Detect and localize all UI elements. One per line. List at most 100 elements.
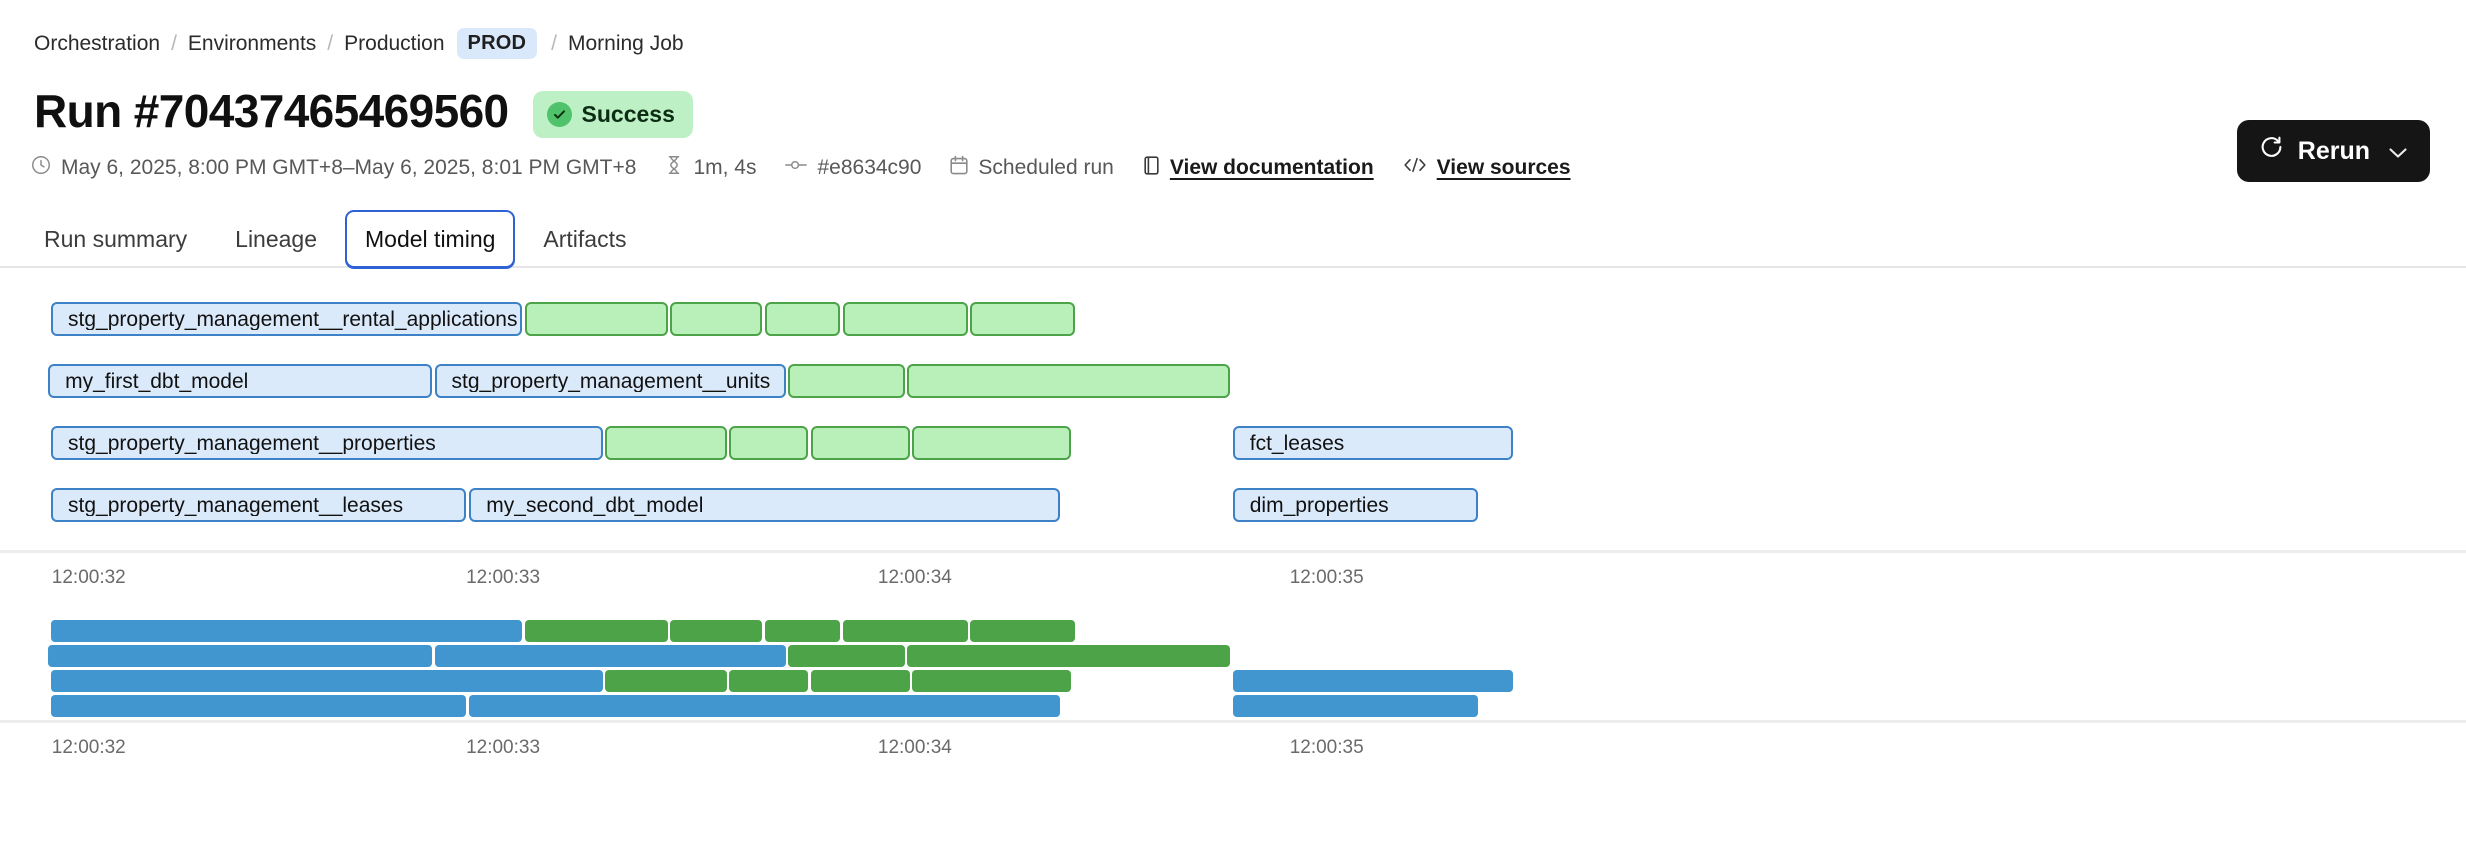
axis-tick-label: 12:00:32: [51, 737, 126, 758]
model-timing-chart: stg_property_management__rental_applicat…: [0, 268, 2466, 768]
breadcrumb-item-orchestration[interactable]: Orchestration: [34, 32, 161, 55]
gantt-bar-fct_leases[interactable]: fct_leases: [1232, 426, 1513, 460]
rerun-button[interactable]: Rerun: [2236, 120, 2430, 182]
book-icon: [1142, 155, 1161, 182]
run-metadata-row: May 6, 2025, 8:00 PM GMT+8–May 6, 2025, …: [0, 138, 2466, 182]
breadcrumb-separator: /: [327, 32, 334, 55]
gantt-row: my_first_dbt_model stg_property_managemen…: [0, 364, 2466, 398]
chevron-down-icon[interactable]: [2388, 137, 2408, 166]
gantt-overview-bar[interactable]: [434, 645, 786, 667]
gantt-overview-bar[interactable]: [51, 670, 604, 692]
gantt-overview-bar[interactable]: [970, 620, 1076, 642]
meta-commit-text: #e8634c90: [817, 156, 922, 179]
tab-run-summary[interactable]: Run summary: [44, 225, 188, 252]
axis-tick-label: 12:00:34: [877, 567, 952, 588]
gantt-overview-bar[interactable]: [906, 645, 1230, 667]
meta-view-documentation[interactable]: View documentation: [1142, 155, 1374, 182]
gantt-overview-bar[interactable]: [525, 620, 669, 642]
breadcrumb-badge-prod[interactable]: PROD: [456, 28, 538, 59]
gantt-bar-segment[interactable]: [912, 426, 1072, 460]
gantt-bar-label: my_second_dbt_model: [486, 494, 704, 516]
gantt-bar-label: fct_leases: [1249, 432, 1345, 454]
gantt-overview-bar[interactable]: [51, 620, 523, 642]
gantt-bar-segment[interactable]: [787, 364, 905, 398]
axis-tick-label: 12:00:35: [1289, 737, 1364, 758]
gantt-bar-label: stg_property_management__rental_applicat…: [68, 308, 518, 330]
gantt-bar-segment[interactable]: [525, 302, 669, 336]
gantt-bar-segment[interactable]: [906, 364, 1230, 398]
gantt-bar-label: my_first_dbt_model: [65, 370, 249, 392]
meta-view-documentation-text[interactable]: View documentation: [1169, 156, 1374, 179]
gantt-bar-segment[interactable]: [810, 426, 911, 460]
gantt-bar-stg_property_management__leases[interactable]: stg_property_management__leases: [51, 488, 467, 522]
gantt-bar-segment[interactable]: [605, 426, 728, 460]
gantt-overview-row: [0, 620, 2466, 642]
hourglass-icon: [664, 154, 684, 182]
breadcrumb-item-morning-job[interactable]: Morning Job: [567, 32, 684, 55]
gantt-row: stg_property_management__rental_applicat…: [0, 302, 2466, 336]
gantt-bar-segment[interactable]: [729, 426, 809, 460]
gantt-bar-my_second_dbt_model[interactable]: my_second_dbt_model: [469, 488, 1061, 522]
gantt-row: stg_property_management__properties fct_l…: [0, 426, 2466, 460]
gantt-overview-row: [0, 695, 2466, 717]
gantt-overview-bar[interactable]: [48, 645, 433, 667]
gantt-bar-label: stg_property_management__leases: [68, 494, 404, 516]
gantt-overview-bar[interactable]: [787, 645, 905, 667]
axis-tick-label: 12:00:34: [877, 737, 952, 758]
tab-bar: Run summary Lineage Model timing Artifac…: [0, 202, 2466, 268]
gantt-overview-row: [0, 670, 2466, 692]
gantt-overview-row: [0, 645, 2466, 667]
gantt-bar-segment[interactable]: [765, 302, 841, 336]
gantt-overview-bar[interactable]: [469, 695, 1061, 717]
gantt-bar-my_first_dbt_model[interactable]: my_first_dbt_model: [48, 364, 433, 398]
gantt-overview-bar[interactable]: [843, 620, 969, 642]
axis-tick-label: 12:00:35: [1289, 567, 1364, 588]
gantt-bar-label: stg_property_management__properties: [68, 432, 436, 454]
gantt-bar-label: stg_property_management__units: [451, 370, 771, 392]
tab-artifacts[interactable]: Artifacts: [543, 225, 627, 252]
gantt-bar-segment[interactable]: [843, 302, 969, 336]
breadcrumb-item-production[interactable]: Production: [344, 32, 445, 55]
meta-duration: 1m, 4s: [664, 154, 756, 182]
meta-commit: #e8634c90: [784, 155, 921, 181]
gantt-overview-bar[interactable]: [729, 670, 809, 692]
status-badge: Success: [532, 91, 693, 138]
gantt-bar-stg_property_management__properties[interactable]: stg_property_management__properties: [51, 426, 604, 460]
meta-view-sources-text[interactable]: View sources: [1436, 156, 1571, 179]
gantt-overview-bar[interactable]: [810, 670, 911, 692]
gantt-overview-bar[interactable]: [670, 620, 762, 642]
gantt-detail[interactable]: stg_property_management__rental_applicat…: [0, 302, 2466, 522]
gantt-overview-bar[interactable]: [1232, 695, 1478, 717]
rerun-icon: [2259, 135, 2284, 167]
page-title: Run #70437465469560: [34, 85, 509, 138]
gantt-bar-segment[interactable]: [670, 302, 762, 336]
gantt-overview-bar[interactable]: [1232, 670, 1513, 692]
breadcrumb-separator: /: [171, 32, 177, 55]
breadcrumb: Orchestration / Environments / Productio…: [0, 0, 2466, 59]
breadcrumb-item-environments[interactable]: Environments: [187, 32, 317, 55]
gantt-bar-stg_property_management__units[interactable]: stg_property_management__units: [434, 364, 786, 398]
axis-tick-label: 12:00:32: [51, 567, 126, 588]
code-icon: [1402, 155, 1428, 181]
gantt-overview[interactable]: [0, 620, 2466, 717]
meta-view-sources[interactable]: View sources: [1402, 155, 1571, 181]
clock-icon: [30, 154, 52, 182]
meta-duration-text: 1m, 4s: [693, 156, 757, 179]
title-row: Run #70437465469560 Success: [0, 59, 2466, 138]
gantt-bar-dim_properties[interactable]: dim_properties: [1232, 488, 1478, 522]
breadcrumb-separator: /: [551, 32, 557, 55]
gantt-bar-stg_property_management__rental_applications[interactable]: stg_property_management__rental_applicat…: [51, 302, 523, 336]
rerun-button-label: Rerun: [2297, 136, 2370, 165]
gantt-overview-bar[interactable]: [912, 670, 1072, 692]
tab-lineage[interactable]: Lineage: [235, 225, 318, 252]
gantt-overview-bar[interactable]: [51, 695, 467, 717]
meta-trigger: Scheduled run: [949, 155, 1114, 182]
gantt-detail-axis: 12:00:32 12:00:33 12:00:34 12:00:35: [0, 550, 2466, 598]
gantt-row: stg_property_management__leases my_second…: [0, 488, 2466, 522]
gantt-overview-bar[interactable]: [605, 670, 728, 692]
axis-tick-label: 12:00:33: [466, 567, 541, 588]
gantt-overview-bar[interactable]: [765, 620, 841, 642]
tab-model-timing[interactable]: Model timing: [345, 209, 516, 268]
gantt-bar-segment[interactable]: [970, 302, 1076, 336]
